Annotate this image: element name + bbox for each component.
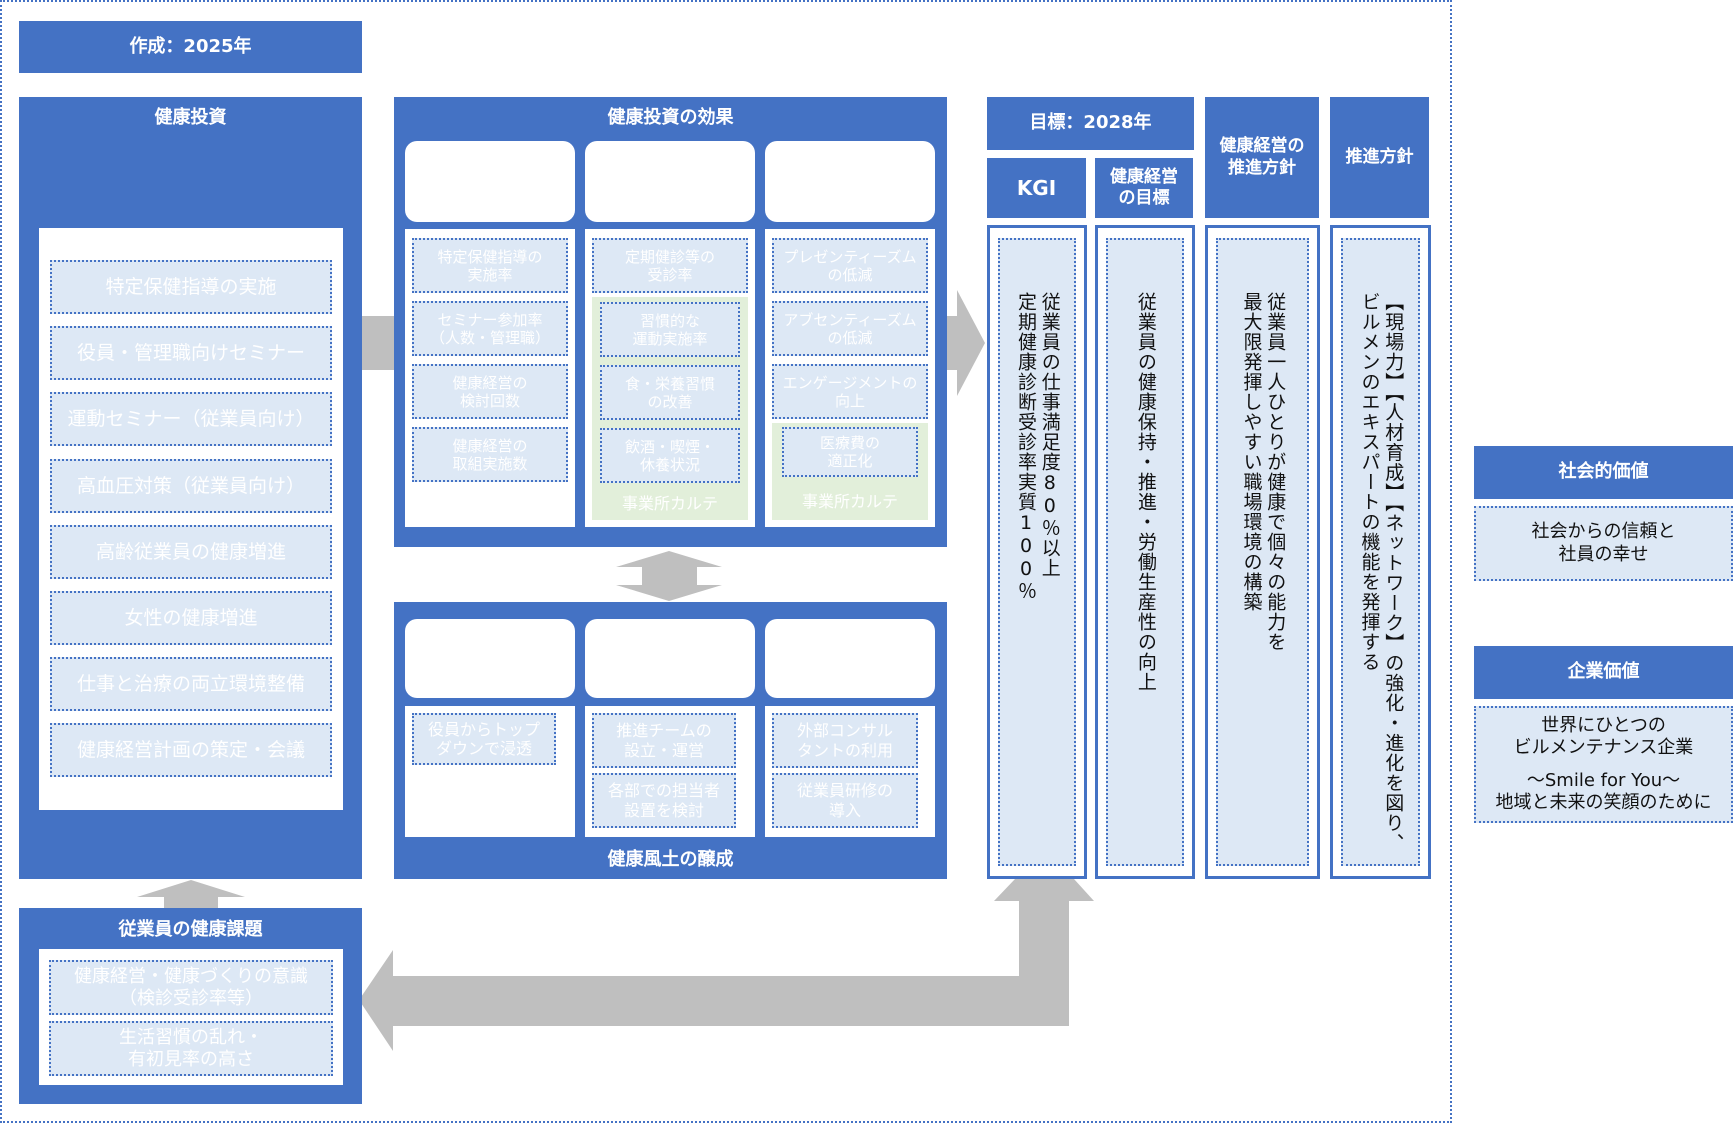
culture-item: 従業員研修の 導入 [772, 773, 918, 828]
culture-item: 推進チームの 設立・運営 [592, 713, 736, 768]
created-year-label: 作成：2025年 [129, 35, 252, 57]
effects-col-body: 特定保健指導の 実施率 セミナー参加率 （人数・管理職） 健康経営の 検討回数 … [405, 229, 575, 527]
policy-column: 【現場力】【人材育成】【ネットワーク】の強化・進化を図り、 ビルメンのエキスパー… [1330, 225, 1431, 879]
karte-item: 食・栄養習慣 の改善 [600, 365, 740, 420]
effects-item: 健康経営の 検討回数 [412, 364, 568, 419]
karte-group: 医療費の 適正化 事業所カルテ [772, 423, 928, 520]
policy-text: 【現場力】【人材育成】【ネットワーク】の強化・進化を図り、 ビルメンのエキスパー… [1341, 238, 1420, 866]
social-value-header: 社会的価値 [1474, 446, 1733, 499]
promotion-policy-header: 健康経営の 推進方針 [1205, 97, 1319, 218]
social-value-title: 社会的価値 [1558, 461, 1649, 483]
policy-header: 推進方針 [1330, 97, 1429, 218]
effects-item: 定期健診等の 受診率 [592, 238, 748, 293]
effects-col-header: 健康投資施策の 取組状況に 関する指標 [405, 141, 575, 222]
effects-panel: 健康投資の効果 健康投資施策の 取組状況に 関する指標 特定保健指導の 実施率 … [394, 97, 947, 547]
culture-panel: 健康経営の 浸透状況 役員からトップ ダウンで浸透 方針実現のための 体制・環境… [394, 602, 947, 879]
effects-title: 健康投資の効果 [607, 106, 734, 128]
karte-item: 医療費の 適正化 [782, 427, 918, 477]
investment-title: 健康投資 [154, 106, 227, 128]
investment-list: 特定保健指導の実施 役員・管理職向けセミナー 運動セミナー（従業員向け） 高血圧… [39, 228, 343, 810]
issue-item: 生活習慣の乱れ・ 有初見率の高さ [49, 1021, 333, 1076]
effects-item: 健康経営の 取組実施数 [412, 427, 568, 482]
corporate-value-text: 世界にひとつの ビルメンテナンス企業 [1513, 714, 1694, 759]
culture-item: 役員からトップ ダウンで浸透 [412, 713, 556, 765]
social-value-box: 社会からの信頼と 社員の幸せ [1474, 506, 1733, 581]
investment-item: 運動セミナー（従業員向け） [50, 392, 332, 446]
culture-col-header: 健康経営の 浸透状況 [405, 619, 575, 698]
culture-col-body: 外部コンサル タントの利用 従業員研修の 導入 [765, 706, 935, 837]
health-goal-text: 従業員の健康保持・推進・労働生産性の向上 [1106, 238, 1184, 866]
issue-item: 健康経営・健康づくりの意識 （検診受診率等） [49, 960, 333, 1015]
arrow-effects-to-goals [946, 290, 985, 396]
karte-label: 事業所カルテ [621, 494, 718, 513]
investment-item: 仕事と治療の両立環境整備 [50, 657, 332, 711]
karte-item: 飲酒・喫煙・ 休養状況 [600, 428, 740, 483]
corporate-value-slogan: ～Smile for You～ 地域と未来の笑顔のために [1495, 769, 1712, 814]
arrow-issues-to-investment [137, 880, 245, 908]
arrow-goals-to-issues [359, 879, 1094, 1051]
target-year-label: 目標：2028年 [1029, 112, 1152, 134]
issues-list: 健康経営・健康づくりの意識 （検診受診率等） 生活習慣の乱れ・ 有初見率の高さ [39, 949, 343, 1085]
corporate-value-title: 企業価値 [1567, 661, 1640, 683]
health-goal-header: 健康経営 の目標 [1095, 158, 1193, 218]
effects-col-header: 健康関連の 最終的な 目標指標 [765, 141, 935, 222]
karte-group: 習慣的な 運動実施率 食・栄養習慣 の改善 飲酒・喫煙・ 休養状況 事業所カルテ [592, 297, 748, 520]
investment-item: 高血圧対策（従業員向け） [50, 459, 332, 513]
effects-item: エンゲージメントの 向上 [772, 364, 928, 419]
promotion-policy-text: 従業員一人ひとりが健康で個々の能力を 最大限発揮しやすい職場環境の構築 [1216, 238, 1309, 866]
investment-item: 役員・管理職向けセミナー [50, 326, 332, 380]
culture-col-header: 方針実現のための 体制・環境 [585, 619, 755, 698]
investment-panel: 健康投資 特定保健指導の実施 役員・管理職向けセミナー 運動セミナー（従業員向け… [19, 97, 362, 879]
effects-item: 特定保健指導の 実施率 [412, 238, 568, 293]
effects-item: プレゼンティーズム の低減 [772, 238, 928, 293]
effects-item: セミナー参加率 （人数・管理職） [412, 301, 568, 356]
investment-item: 高齢従業員の健康増進 [50, 525, 332, 579]
target-year-banner: 目標：2028年 [987, 97, 1194, 150]
investment-item: 健康経営計画の策定・会議 [50, 723, 332, 777]
health-goal-column: 従業員の健康保持・推進・労働生産性の向上 [1095, 225, 1195, 879]
culture-title: 健康風土の醸成 [607, 848, 734, 870]
corporate-value-header: 企業価値 [1474, 646, 1733, 699]
kgi-text: 従業員の仕事満足度80％以上 定期健康診断受診率実質100％ [998, 238, 1076, 866]
culture-item: 各部での担当者 設置を検討 [592, 773, 736, 828]
issues-panel: 従業員の健康課題 健康経営・健康づくりの意識 （検診受診率等） 生活習慣の乱れ・… [19, 908, 362, 1104]
culture-item: 外部コンサル タントの利用 [772, 713, 918, 768]
effects-col-body: 定期健診等の 受診率 習慣的な 運動実施率 食・栄養習慣 の改善 飲酒・喫煙・ … [585, 229, 755, 527]
effects-item: アブセンティーズム の低減 [772, 301, 928, 356]
effects-col-header: 従業員等の意識 変容・行動変容 に関する指標 [585, 141, 755, 222]
arrow-investment-to-effects [362, 316, 394, 370]
karte-label: 事業所カルテ [801, 492, 898, 511]
culture-col-header: サポート、組織的 支援(POS)、 WSC等 [765, 619, 935, 698]
kgi-column: 従業員の仕事満足度80％以上 定期健康診断受診率実質100％ [987, 225, 1087, 879]
culture-col-body: 役員からトップ ダウンで浸透 [405, 706, 575, 837]
promotion-policy-column: 従業員一人ひとりが健康で個々の能力を 最大限発揮しやすい職場環境の構築 [1205, 225, 1320, 879]
corporate-value-box: 世界にひとつの ビルメンテナンス企業 ～Smile for You～ 地域と未来… [1474, 706, 1733, 823]
created-year-banner: 作成：2025年 [19, 21, 362, 73]
investment-item: 特定保健指導の実施 [50, 260, 332, 314]
karte-item: 習慣的な 運動実施率 [600, 302, 740, 357]
investment-item: 女性の健康増進 [50, 591, 332, 645]
issues-title: 従業員の健康課題 [118, 918, 263, 940]
kgi-header: KGI [987, 158, 1086, 218]
arrow-effects-culture [616, 551, 722, 601]
effects-col-body: プレゼンティーズム の低減 アブセンティーズム の低減 エンゲージメントの 向上… [765, 229, 935, 527]
social-value-text: 社会からの信頼と 社員の幸せ [1531, 521, 1676, 565]
diagram-frame [0, 0, 1452, 1123]
culture-col-body: 推進チームの 設立・運営 各部での担当者 設置を検討 [585, 706, 755, 837]
